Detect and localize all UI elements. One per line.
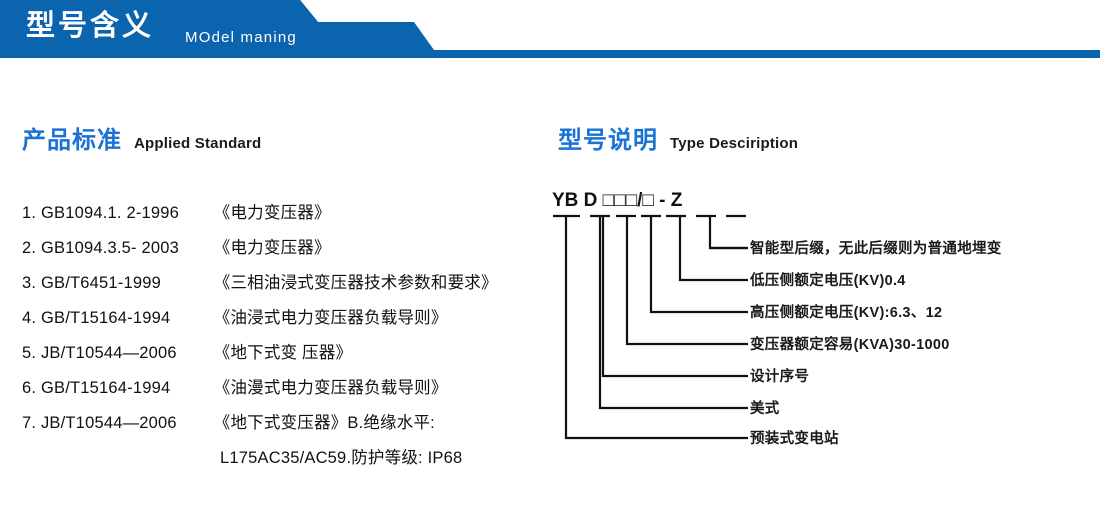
section-heading-standard: 产品标准 Applied Standard xyxy=(22,120,261,155)
list-item: 6. GB/T15164-1994 《油漫式电力变压器负载导则》 xyxy=(22,371,542,406)
standard-code: JB/T10544—2006 xyxy=(40,414,177,432)
standard-number: 7. xyxy=(22,414,37,432)
type-code-string: YB D □□□/□ - Z xyxy=(552,190,683,211)
standard-code: JB/T10544—2006 xyxy=(40,344,177,362)
section-heading-type-en: Type Desciription xyxy=(670,135,799,152)
standard-code: GB1094.1. 2-1996 xyxy=(40,204,180,222)
standard-code: GB1094.3.5- 2003 xyxy=(40,239,180,257)
list-item: 4. GB/T15164-1994 《油浸式电力变压器负载导则》 xyxy=(22,301,542,336)
list-item: 5. JB/T10544—2006 《地下式变 压器》 xyxy=(22,336,542,371)
standard-name: 《油漫式电力变压器负载导则》 xyxy=(213,379,448,397)
type-designation-diagram: YB D □□□/□ - Z xyxy=(548,190,1093,450)
standard-number: 3. xyxy=(22,274,37,292)
standard-number: 6. xyxy=(22,379,37,397)
type-label: 智能型后缀，无此后缀则为普通地埋变 xyxy=(750,241,1002,257)
section-heading-standard-en: Applied Standard xyxy=(134,135,262,152)
banner-title: 型号含义 xyxy=(26,10,155,42)
standard-code: GB/T6451-1999 xyxy=(40,274,161,292)
section-heading-type: 型号说明 Type Desciription xyxy=(558,120,798,155)
list-item: 1. GB1094.1. 2-1996 《电力变压器》 xyxy=(22,196,542,231)
section-heading-type-cn: 型号说明 xyxy=(558,127,658,154)
standard-name: 《电力变压器》 xyxy=(213,239,331,257)
standard-name: 《地下式变 压器》 xyxy=(213,344,353,362)
list-item: 7. JB/T10544—2006 《地下式变压器》B.绝缘水平: xyxy=(22,406,542,441)
standard-continuation-line: L175AC35/AC59.防护等级: IP68 xyxy=(220,449,463,467)
standard-number: 2. xyxy=(22,239,37,257)
standard-name: 《电力变压器》 xyxy=(213,204,331,222)
type-label: 高压侧额定电压(KV):6.3、12 xyxy=(750,305,943,321)
type-label: 设计序号 xyxy=(750,369,810,385)
standards-list: 1. GB1094.1. 2-1996 《电力变压器》 2. GB1094.3.… xyxy=(22,196,542,476)
page-header-banner: 型号含义 MOdel maning xyxy=(0,0,1100,60)
standard-name: 《地下式变压器》B.绝缘水平: xyxy=(213,414,435,432)
standard-number: 5. xyxy=(22,344,37,362)
standard-code: GB/T15164-1994 xyxy=(40,379,171,397)
standard-name: 《三相油浸式变压器技术参数和要求》 xyxy=(213,274,498,292)
list-item: 2. GB1094.3.5- 2003 《电力变压器》 xyxy=(22,231,542,266)
standard-name: 《油浸式电力变压器负载导则》 xyxy=(213,309,448,327)
type-label: 预装式变电站 xyxy=(750,431,839,447)
type-designation-connectors xyxy=(553,214,748,440)
standard-number: 1. xyxy=(22,204,37,222)
standard-code: GB/T15164-1994 xyxy=(40,309,171,327)
banner-subtitle: MOdel maning xyxy=(185,29,297,46)
type-label: 美式 xyxy=(750,401,780,417)
banner-shape xyxy=(0,0,1100,58)
list-item: 3. GB/T6451-1999 《三相油浸式变压器技术参数和要求》 xyxy=(22,266,542,301)
type-label: 低压侧额定电压(KV)0.4 xyxy=(750,273,906,289)
standard-number: 4. xyxy=(22,309,37,327)
section-heading-standard-cn: 产品标准 xyxy=(22,127,122,154)
type-label: 变压器额定容易(KVA)30-1000 xyxy=(750,337,950,353)
